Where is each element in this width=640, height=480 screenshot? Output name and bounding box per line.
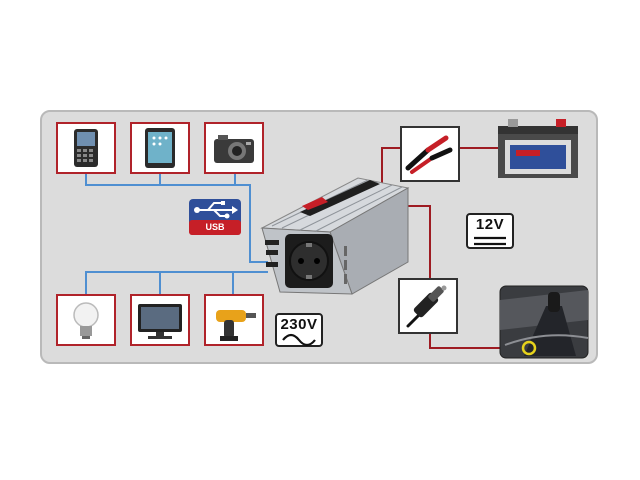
tv-box: [130, 294, 190, 346]
dc-symbol-icon: [474, 236, 506, 246]
drill-box: [204, 294, 264, 346]
tv-icon: [138, 304, 182, 339]
bottom-bus-line: [85, 271, 268, 294]
sine-wave-icon: [282, 333, 316, 347]
dc-voltage-badge: 12V: [466, 213, 514, 249]
top-to-inverter-line: [235, 184, 268, 263]
usb-port: [265, 240, 279, 245]
camera-box: [204, 122, 264, 174]
smartphone-icon: [74, 129, 98, 167]
dc-voltage-label: 12V: [475, 216, 505, 233]
tablet-box: [130, 122, 190, 174]
usb-badge: USB: [188, 198, 242, 236]
battery-clamps-icon: [405, 135, 453, 174]
bulb-icon: [73, 302, 99, 339]
cigarette-plug-box: [398, 278, 458, 334]
power-socket-highlight: [521, 340, 537, 356]
bulb-box: [56, 294, 116, 346]
ac-voltage-label: 230V: [280, 316, 318, 333]
plug-power-line: [404, 205, 525, 349]
battery-clamps-box: [400, 126, 460, 182]
smartphone-box: [56, 122, 116, 174]
usb-label: USB: [205, 222, 225, 232]
usb-icon: [198, 202, 232, 217]
cigarette-plug-icon: [406, 285, 447, 328]
camera-icon: [214, 135, 254, 163]
ac-voltage-badge: 230V: [275, 313, 323, 347]
tablet-icon: [145, 128, 175, 168]
drill-icon: [216, 310, 256, 341]
